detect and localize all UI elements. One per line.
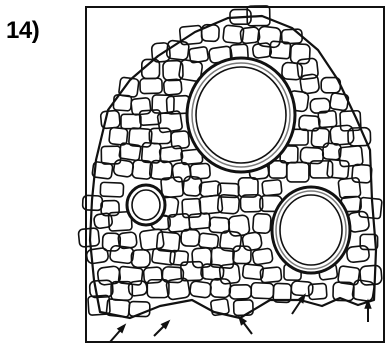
cell: [140, 78, 162, 93]
cell: [163, 79, 182, 95]
cell: [181, 229, 200, 246]
cell: [291, 281, 313, 296]
right-duct: [272, 187, 350, 273]
cell: [97, 266, 121, 286]
cell: [86, 247, 109, 264]
cell: [359, 197, 382, 219]
cell: [170, 250, 189, 265]
cell: [339, 146, 364, 167]
arrow-icon: [292, 294, 305, 314]
cell: [121, 114, 141, 128]
cell: [352, 279, 375, 301]
cell: [229, 285, 251, 300]
cell: [242, 232, 263, 251]
cell: [327, 159, 349, 179]
cell: [308, 283, 327, 299]
cell: [128, 280, 148, 296]
cell: [233, 246, 251, 264]
cell: [252, 248, 273, 265]
cell: [287, 162, 309, 182]
cell: [346, 245, 369, 263]
cell: [262, 180, 282, 196]
cell: [131, 98, 151, 116]
cell: [297, 58, 319, 80]
cell: [290, 44, 310, 64]
arrow-icon: [239, 316, 252, 334]
small-duct: [127, 185, 165, 225]
cell: [189, 281, 211, 299]
cell: [253, 213, 272, 233]
cell: [198, 233, 219, 249]
cell: [338, 177, 361, 198]
cell: [352, 164, 372, 183]
cell: [252, 43, 272, 59]
arrow-icon: [154, 321, 169, 336]
arrow-icon: [110, 325, 125, 343]
cell: [113, 159, 134, 177]
cell: [100, 182, 123, 197]
cell: [78, 228, 100, 248]
large-duct: [187, 58, 295, 172]
cell: [101, 146, 120, 164]
cell: [143, 267, 162, 284]
cell: [251, 283, 274, 299]
cell: [300, 74, 320, 95]
